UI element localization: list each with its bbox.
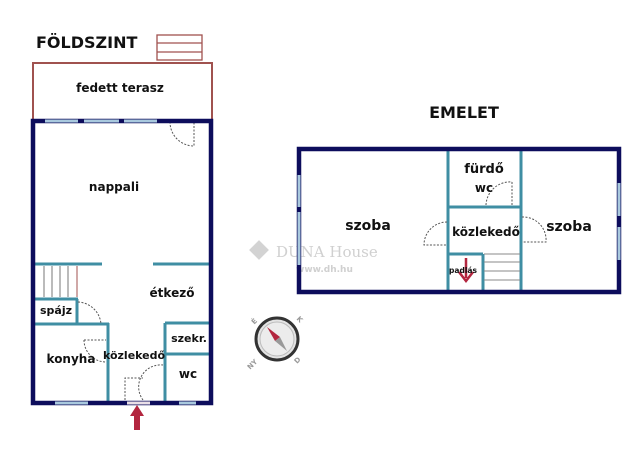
ground-stairs: [43, 266, 78, 297]
compass-north: É: [249, 316, 259, 326]
room-label-living: nappali: [89, 180, 139, 194]
ground-outer-walls: [30, 118, 214, 406]
entrance-arrow-icon: [130, 405, 144, 430]
upper-windows: [297, 175, 621, 265]
compass-icon: É K D NY: [246, 315, 305, 371]
room-label-left-room: szoba: [345, 218, 391, 234]
room-label-kitchen: konyha: [47, 352, 96, 366]
compass-south: D: [293, 356, 303, 366]
room-label-pantry: spájz: [40, 304, 72, 317]
upper-floor-title: EMELET: [429, 103, 499, 122]
compass-west: NY: [246, 357, 260, 371]
attic-arrow-icon: [458, 258, 474, 284]
ground-floor-title: FÖLDSZINT: [36, 33, 137, 52]
outdoor-steps: [156, 34, 203, 61]
room-label-bath: fürdő: [464, 162, 504, 177]
room-label-closet: szekr.: [171, 332, 207, 345]
ground-windows: [45, 119, 196, 405]
room-label-terrace: fedett terasz: [76, 81, 164, 95]
room-label-attic: padlás: [449, 266, 477, 275]
upper-door-swings: [423, 181, 547, 246]
room-label-bath-wc: wc: [475, 181, 493, 195]
room-label-right-room: szoba: [546, 219, 592, 235]
upper-inner-walls: [446, 150, 523, 291]
ground-inner-walls: [35, 262, 210, 401]
compass-east: K: [295, 315, 305, 325]
room-label-dining: étkező: [150, 286, 195, 300]
room-label-wc: wc: [179, 367, 197, 381]
watermark-url: www.dh.hu: [296, 265, 353, 275]
upper-stairs: [484, 253, 520, 281]
room-label-hall: közlekedő: [103, 349, 166, 362]
watermark-brand: DUNA House: [276, 243, 378, 261]
watermark-logo: DUNA House www.dh.hu: [249, 240, 378, 275]
room-label-upper-hall: közlekedő: [452, 225, 520, 239]
door-swings: [77, 121, 195, 401]
